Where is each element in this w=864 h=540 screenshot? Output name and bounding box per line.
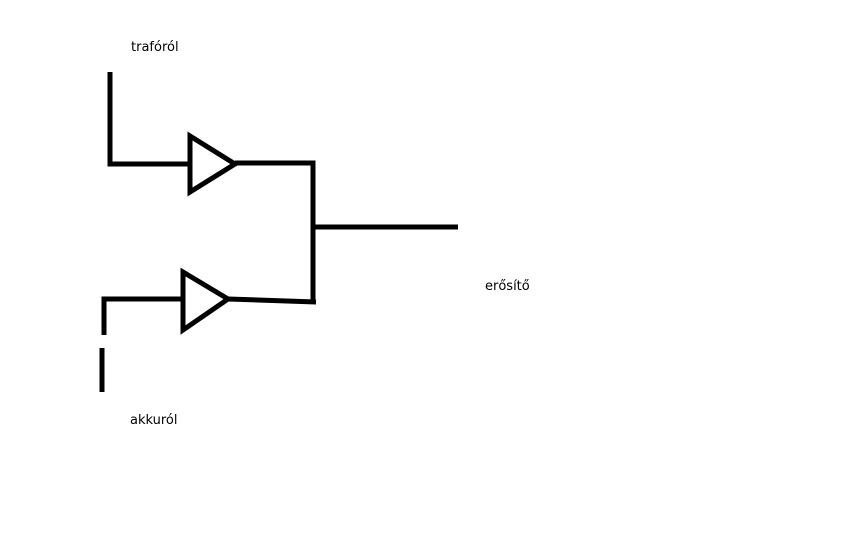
top-output-wire <box>235 160 316 303</box>
bottom-diode-symbol <box>180 267 233 335</box>
bottom-input-label: akkuról <box>130 413 178 428</box>
top-input-wire <box>107 72 190 167</box>
bottom-output-wire <box>227 296 317 305</box>
output-label: erősítő <box>485 279 530 294</box>
top-diode-symbol <box>187 131 240 197</box>
top-input-label: trafóról <box>131 40 179 55</box>
bottom-input-wire-upper <box>101 296 183 335</box>
